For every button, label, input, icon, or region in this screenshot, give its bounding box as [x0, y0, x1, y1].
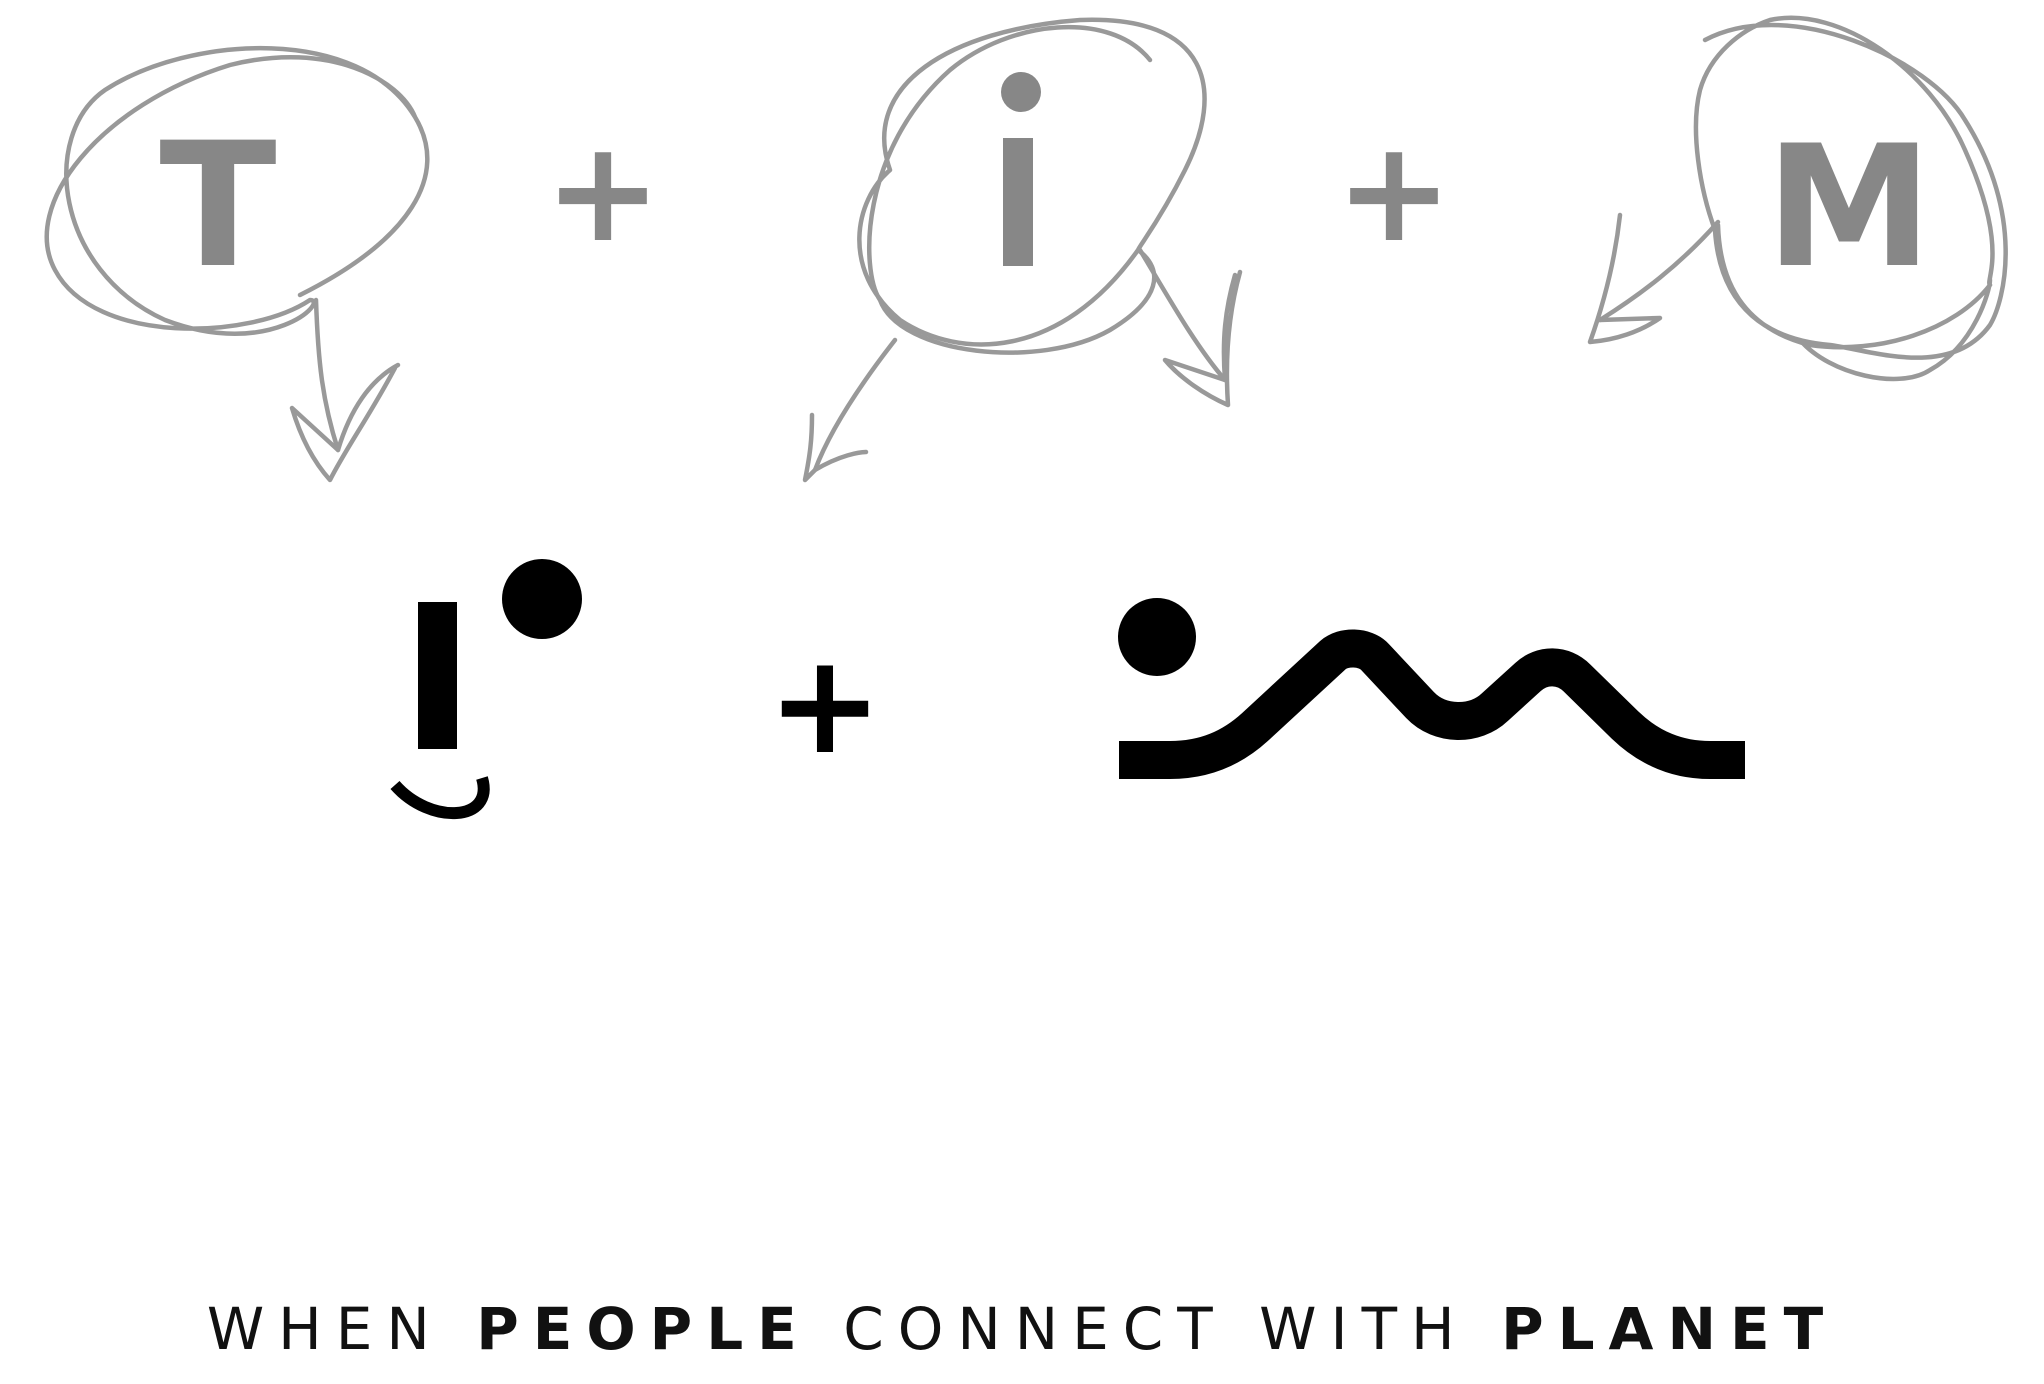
- tagline-planet: PLANET: [1501, 1295, 1838, 1363]
- sketch-row: T + i + M: [0, 0, 2008, 483]
- sketch-arrowhead-icon: [289, 362, 401, 483]
- scribble-loop-icon: [44, 46, 430, 336]
- sketch-letter-i-stem: [1003, 138, 1033, 266]
- sketch-arrow-icon: [1597, 219, 1721, 323]
- logo-smile-icon: [390, 776, 490, 820]
- tagline-when: WHEN: [206, 1295, 444, 1363]
- sketch-plus-icon: +: [544, 111, 661, 274]
- logo-person-body: [418, 602, 457, 749]
- sketch-arrow-icon: [313, 297, 341, 453]
- sketch-letter-t-group: T: [44, 46, 430, 483]
- sketch-arrowhead-icon: [802, 412, 869, 483]
- sketch-letter-m-group: M: [1587, 15, 2008, 382]
- sketch-arrow-icon: [1137, 247, 1228, 383]
- sketch-arrowhead-icon: [1162, 269, 1243, 408]
- sketch-letter-m: M: [1765, 109, 1932, 305]
- sketch-letter-i-group: i: [0, 0, 1243, 483]
- logo-plus-icon: +: [767, 624, 883, 785]
- tagline-connect-with: CONNECT WITH: [843, 1295, 1469, 1363]
- scribble-loop-icon: [857, 17, 1207, 355]
- sketch-letter-t: T: [159, 105, 276, 306]
- sketch-letter-i: i: [0, 0, 1, 1]
- sketch-arrow-icon: [812, 337, 898, 473]
- sketch-letter-i-dot: [1001, 72, 1041, 112]
- logo-planet-mark: [1118, 598, 1745, 779]
- logo-person-mark: [390, 559, 582, 820]
- sketch-arrowhead-icon: [1587, 212, 1663, 345]
- logo-person-head: [502, 559, 582, 639]
- logo-planet-dot: [1118, 598, 1196, 676]
- sketch-plus-icon: +: [1335, 111, 1452, 274]
- tagline-people: PEOPLE: [476, 1295, 811, 1363]
- final-logo: +: [390, 559, 1745, 820]
- tagline: WHEN PEOPLE CONNECT WITH PLANET: [0, 1300, 2044, 1358]
- scribble-loop-icon: [1693, 15, 2008, 382]
- logo-wave-line: [1119, 629, 1745, 779]
